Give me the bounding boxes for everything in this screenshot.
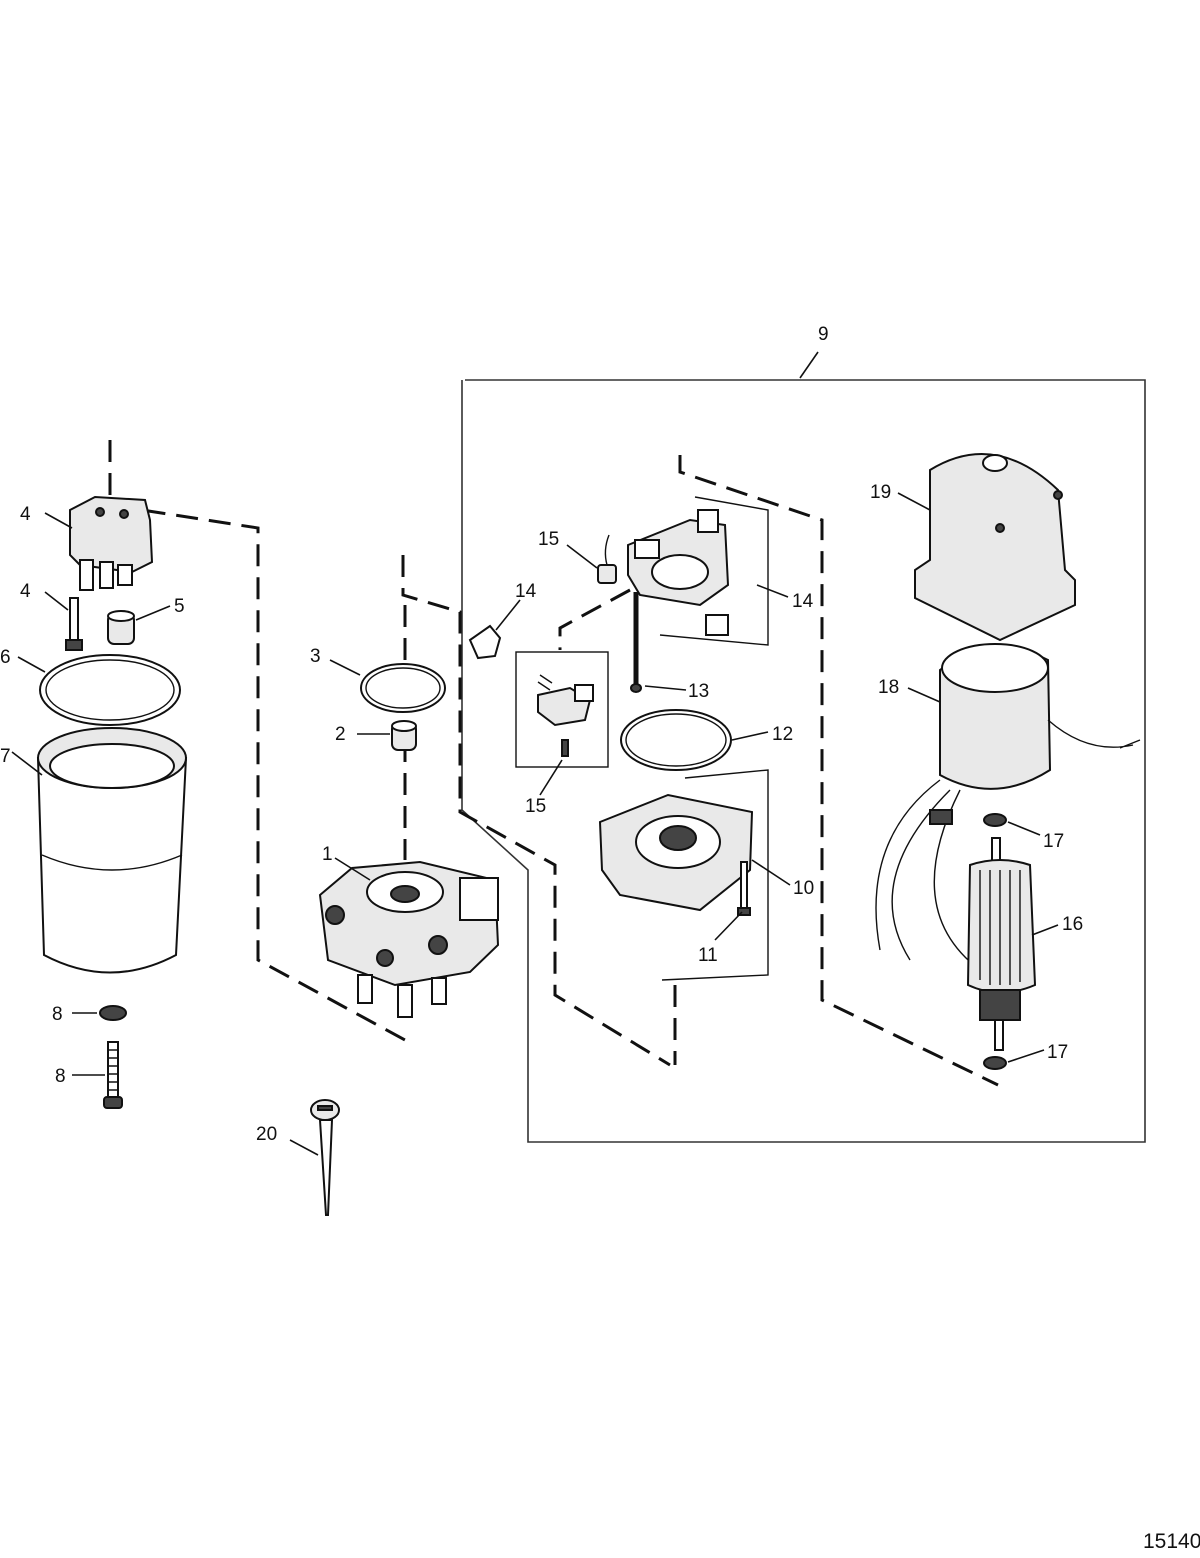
washer-part [99,1005,127,1021]
callout-16: 16 [1062,914,1083,935]
callout-19: 19 [870,482,891,503]
callout-9: 9 [818,324,829,345]
callout-8-washer: 8 [52,1004,63,1025]
brush-plate-brackets [515,496,769,981]
end-cap-screw-part [737,861,751,916]
callout-4-manifold: 4 [20,504,31,525]
reservoir-o-ring-part [39,654,181,726]
pump-body-part [318,860,500,1018]
callout-11: 11 [698,945,718,966]
manifold-bolt-part [65,597,83,651]
figure-number: 15140 [1143,1530,1200,1553]
pump-o-ring-part [360,663,446,713]
callout-15-brushes: 15 [525,796,546,817]
leader-lines [11,492,1059,1156]
fill-plug-dipstick-part [310,1099,340,1216]
motor-assembly-frame [461,351,1146,1143]
callout-20: 20 [256,1124,277,1145]
callout-10: 10 [793,878,814,899]
callout-6: 6 [0,647,11,668]
thermal-switch-part [597,534,617,584]
callout-18: 18 [878,677,899,698]
motor-cover-part [914,453,1076,642]
callout-labels: 9 4 4 5 6 7 8 8 3 2 1 20 15 14 14 13 12 … [0,324,1083,1145]
motor-o-ring-part [620,709,732,771]
assembly-alignment-lines [108,440,999,1087]
end-cap-part [598,793,754,912]
callout-2: 2 [335,724,346,745]
check-valve-part [107,610,135,645]
field-frame-part [875,643,1141,971]
callout-13: 13 [688,681,709,702]
callout-8-screw: 8 [55,1066,66,1087]
callout-1: 1 [322,844,333,865]
pump-manifold-part [69,495,154,591]
thru-bolt-part [630,592,642,693]
brush-clip-part [468,624,502,660]
filter-part [391,720,417,751]
armature-washer-top-part [983,813,1007,827]
callout-14-clip: 14 [515,581,537,602]
callout-12: 12 [772,724,793,745]
armature-washer-bottom-part [983,1056,1007,1070]
callout-17-top: 17 [1043,831,1064,852]
armature-part [966,837,1037,1051]
callout-3: 3 [310,646,321,667]
callout-4-bolt: 4 [20,581,31,602]
callout-5: 5 [174,596,185,617]
reservoir-part [36,727,188,974]
brush-plate-part [627,509,730,636]
callout-15-switch: 15 [538,529,559,550]
reservoir-screw-part [103,1041,123,1109]
brush-set-part [537,674,594,757]
callout-7: 7 [0,746,11,767]
callout-14-plate: 14 [792,591,814,612]
callout-17-bottom: 17 [1047,1042,1068,1063]
